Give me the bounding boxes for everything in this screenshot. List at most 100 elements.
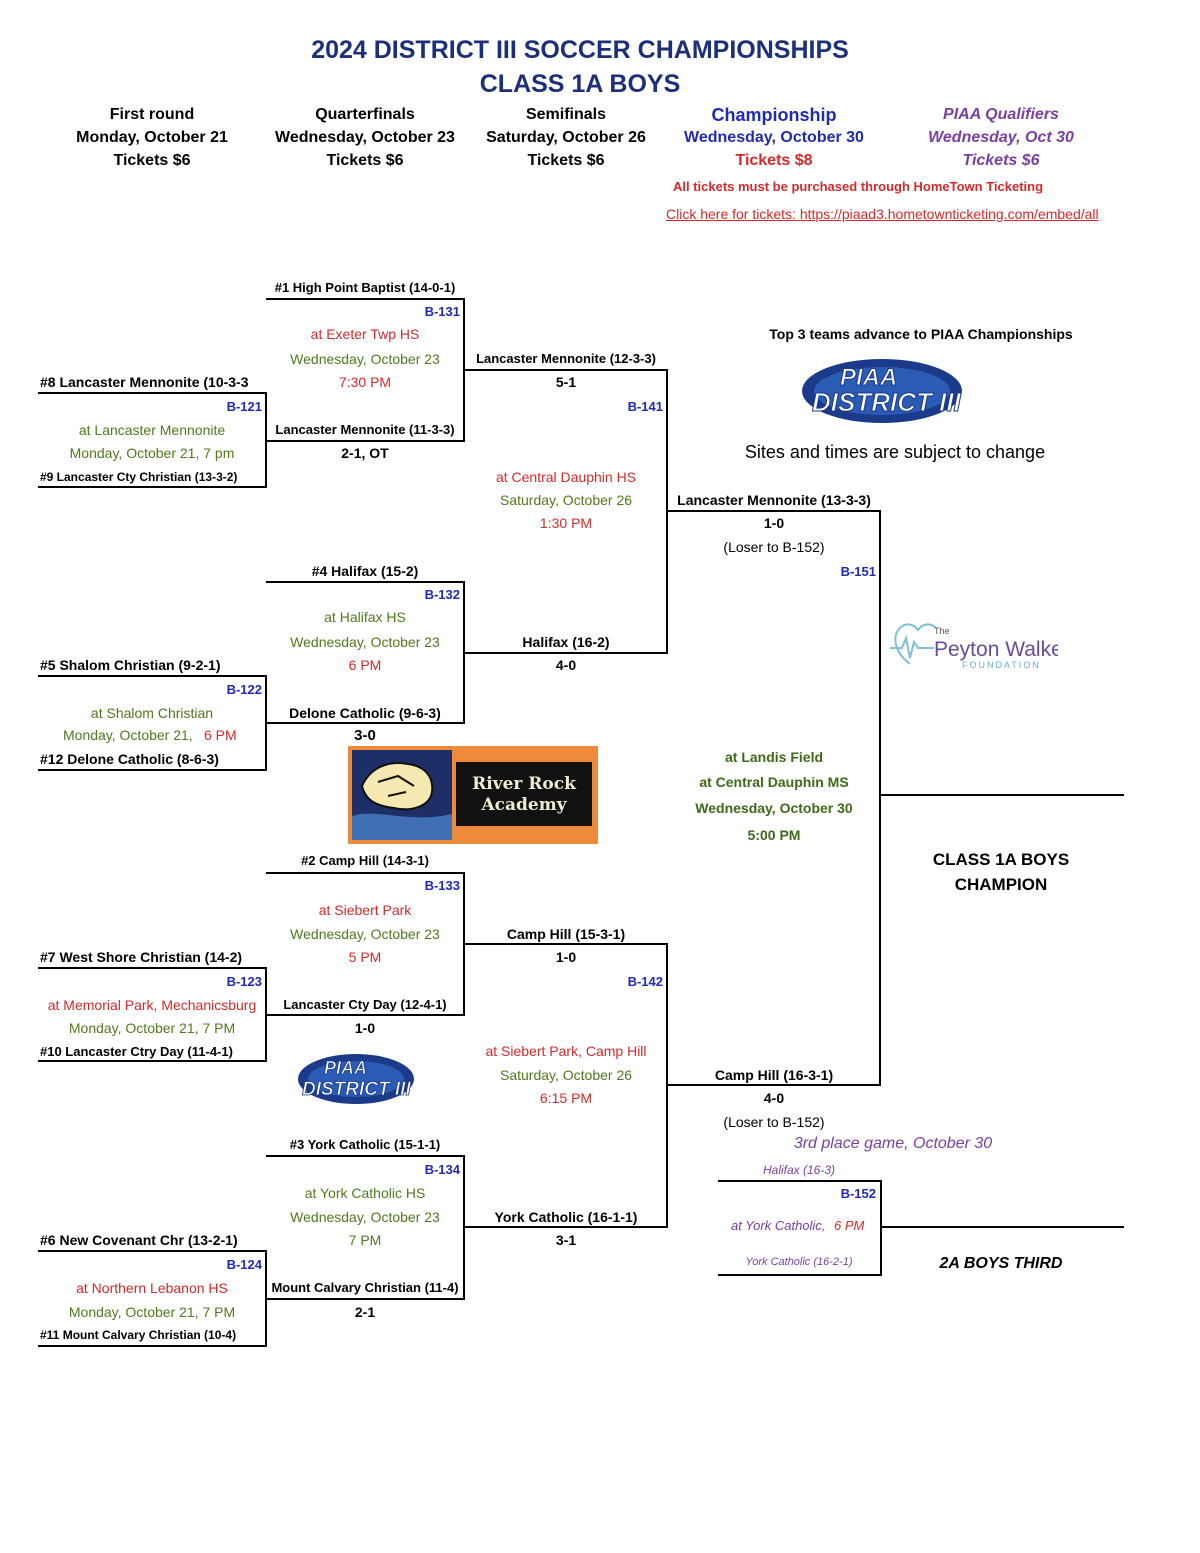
round-tickets: Tickets $6 <box>113 152 191 169</box>
game-time: 5 PM <box>348 949 382 965</box>
round-name: Semifinals <box>525 106 607 123</box>
team-bottom: #9 Lancaster Cty Christian (13-3-2) <box>40 470 238 484</box>
game-date: Monday, October 21, <box>63 727 193 743</box>
team-bottom: York Catholic (16-2-1) <box>745 1256 853 1268</box>
page-subtitle: CLASS 1A BOYS <box>479 70 681 98</box>
team-bottom: York Catholic (16-1-1) <box>494 1209 638 1225</box>
team-top: #6 New Covenant Chr (13-2-1) <box>40 1232 238 1248</box>
team-top: #8 Lancaster Mennonite (10-3-3 <box>40 374 249 390</box>
game-date: Wednesday, October 23 <box>290 926 440 942</box>
piaa-logo-line2: DISTRICT III <box>812 387 962 417</box>
game-date: Monday, October 21, 7 pm <box>69 445 235 461</box>
round-tickets: Tickets $8 <box>735 152 813 169</box>
river-rock-academy-logo: River Rock Academy <box>348 746 598 844</box>
team-top: #1 High Point Baptist (14-0-1) <box>274 280 456 295</box>
sites-note: Sites and times are subject to change <box>744 442 1046 462</box>
peyton-logo-main: Peyton Walker <box>934 638 1058 661</box>
team-top: Lancaster Mennonite (13-3-3) <box>677 492 871 508</box>
round-tickets: Tickets $6 <box>527 152 605 169</box>
round-tickets: Tickets $6 <box>962 152 1040 169</box>
round-date: Wednesday, Oct 30 <box>928 129 1074 146</box>
piaa-small-line2: DISTRICT III <box>302 1079 411 1100</box>
game-id: B-122 <box>226 682 262 697</box>
team-bottom: Halifax (16-2) <box>522 634 610 650</box>
team-top: #5 Shalom Christian (9-2-1) <box>40 657 221 673</box>
game-time: 7 PM <box>348 1232 382 1248</box>
game-site: at Memorial Park, Mechanicsburg <box>47 997 257 1013</box>
team-top: #7 West Shore Christian (14-2) <box>40 949 243 965</box>
game-id: B-121 <box>226 399 262 414</box>
game-site: at York Catholic, <box>731 1218 826 1233</box>
team-top: #4 Halifax (15-2) <box>311 563 419 579</box>
game-time: 7:30 PM <box>338 374 392 390</box>
game-score: 3-0 <box>354 727 376 744</box>
round-name: Championship <box>711 105 837 125</box>
team-bottom-score: 4-0 <box>763 1090 785 1106</box>
game-id: B-124 <box>226 1257 262 1272</box>
team-bottom: #11 Mount Calvary Christian (10-4) <box>40 1328 237 1342</box>
team-top: Lancaster Mennonite (12-3-3) <box>476 351 656 366</box>
game-id: B-123 <box>226 974 262 989</box>
team-winner: Delone Catholic (9-6-3) <box>289 705 441 721</box>
game-site: at Halifax HS <box>324 609 406 625</box>
game-id: B-131 <box>424 304 460 319</box>
game-score: 2-1 <box>354 1304 376 1320</box>
game-site: at Siebert Park, Camp Hill <box>485 1043 647 1059</box>
game-date: Monday, October 21, 7 PM <box>68 1304 236 1320</box>
team-top: Camp Hill (15-3-1) <box>506 926 626 942</box>
river-rock-line2: Academy <box>480 795 567 815</box>
round-tickets: Tickets $6 <box>326 152 404 169</box>
team-bottom-score: 3-1 <box>555 1232 577 1248</box>
game-score: 1-0 <box>354 1020 376 1036</box>
game-id: B-132 <box>424 587 460 602</box>
game-time: 6 PM <box>348 657 382 673</box>
round-name: PIAA Qualifiers <box>943 106 1059 123</box>
team-top-note: (Loser to B-152) <box>723 539 825 555</box>
peyton-walker-logo: The Peyton Walker FOUNDATION <box>888 612 1070 674</box>
round-name: Quarterfinals <box>315 106 415 123</box>
game-site: at Lancaster Mennonite <box>78 422 226 438</box>
game-id: B-134 <box>424 1162 460 1177</box>
game-site-1: at Landis Field <box>724 749 824 765</box>
team-bottom-score: 4-0 <box>555 657 577 673</box>
top3-note: Top 3 teams advance to PIAA Championship… <box>769 326 1073 342</box>
game-site: at Central Dauphin HS <box>495 469 637 485</box>
tickets-link[interactable]: Click here for tickets: https://piaad3.h… <box>666 206 1099 222</box>
piaa-logo-line1: PIAA <box>840 364 897 391</box>
game-date: Wednesday, October 30 <box>695 800 853 816</box>
team-top: Halifax (16-3) <box>762 1163 836 1177</box>
game-time: 5:00 PM <box>747 827 801 843</box>
round-date: Wednesday, October 30 <box>684 129 864 146</box>
game-time: 6:15 PM <box>539 1090 593 1106</box>
round-date: Monday, October 21 <box>76 129 228 146</box>
team-bottom: Camp Hill (16-3-1) <box>714 1067 834 1083</box>
team-top-score: 1-0 <box>763 515 785 531</box>
third-place-title: 3rd place game, October 30 <box>793 1135 993 1152</box>
third-place-result: 2A BOYS THIRD <box>939 1255 1063 1272</box>
game-id: B-133 <box>424 878 460 893</box>
game-date: Wednesday, October 23 <box>290 351 440 367</box>
game-site: at Northern Lebanon HS <box>76 1280 228 1296</box>
game-date: Wednesday, October 23 <box>290 634 440 650</box>
team-winner: Lancaster Cty Day (12-4-1) <box>283 997 447 1012</box>
game-date: Monday, October 21, 7 PM <box>68 1020 236 1036</box>
game-id: B-142 <box>627 974 663 989</box>
team-bottom: #10 Lancaster Ctry Day (11-4-1) <box>40 1044 233 1059</box>
tickets-note: All tickets must be purchased through Ho… <box>672 179 1044 194</box>
game-id: B-151 <box>840 564 876 579</box>
game-date: Saturday, October 26 <box>499 1067 633 1083</box>
team-top: #2 Camp Hill (14-3-1) <box>301 853 429 868</box>
game-score: 2-1, OT <box>341 445 389 461</box>
champion-label-2: CHAMPION <box>954 875 1048 894</box>
game-date: Saturday, October 26 <box>499 492 633 508</box>
game-time: 6 PM <box>834 1218 865 1233</box>
team-top: #3 York Catholic (15-1-1) <box>289 1137 441 1152</box>
game-site-2: at Central Dauphin MS <box>699 774 849 790</box>
peyton-logo-sub: FOUNDATION <box>962 660 1041 670</box>
round-date: Saturday, October 26 <box>486 129 646 146</box>
piaa-district-logo-small: PIAA DISTRICT III <box>296 1050 446 1106</box>
team-winner: Mount Calvary Christian (11-4) <box>271 1280 459 1295</box>
game-date: Wednesday, October 23 <box>290 1209 440 1225</box>
game-site: at York Catholic HS <box>304 1185 426 1201</box>
game-time: 1:30 PM <box>539 515 593 531</box>
